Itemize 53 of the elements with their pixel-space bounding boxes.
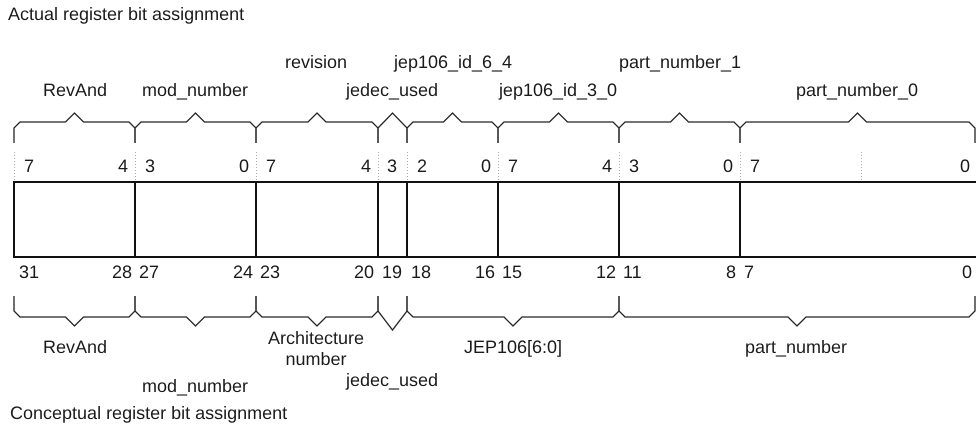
bit-number: 31: [19, 262, 40, 282]
bit-number: 11: [623, 262, 642, 282]
diagram-caption: Conceptual register bit assignment: [10, 402, 288, 424]
bit-field: [13, 181, 136, 258]
bit-number: 4: [602, 156, 612, 176]
bit-number: 28: [112, 262, 132, 282]
field-name: mod_number: [142, 376, 248, 396]
bit-number: 4: [360, 156, 371, 176]
field-name: revision: [284, 52, 348, 72]
bit-number: 24: [232, 262, 253, 282]
field-name: mod_number: [142, 80, 248, 100]
bit-number: 7: [266, 156, 276, 176]
bit-number: 8: [726, 262, 736, 282]
bit-field: [255, 181, 379, 258]
field-name: jep106_id_3_0: [498, 80, 618, 100]
diagram-title: Actual register bit assignment: [8, 4, 244, 24]
bit-number: 7: [508, 156, 518, 176]
bit-number: 16: [474, 262, 495, 282]
bit-number: 12: [596, 262, 616, 282]
bit-number: 0: [480, 156, 491, 176]
bit-field: [618, 181, 741, 258]
field-name: part_number_0: [796, 80, 918, 100]
bit-number: 19: [382, 262, 402, 282]
bit-number: 3: [387, 156, 397, 176]
bit-number: 7: [744, 262, 754, 282]
bit-field: [377, 181, 408, 258]
field-name: JEP106[6:0]: [464, 336, 562, 358]
field-name: part_number_1: [618, 52, 742, 72]
bit-number: 3: [629, 156, 640, 176]
bit-field: [739, 181, 976, 258]
bit-number: 3: [145, 156, 156, 176]
bit-number: 0: [722, 156, 733, 176]
bit-number: 23: [260, 262, 280, 282]
field-name: RevAnd: [42, 80, 108, 100]
bit-field: [497, 181, 620, 258]
field-name: jedec_used: [346, 80, 438, 100]
bit-number: 7: [24, 156, 34, 176]
bit-number: 0: [962, 262, 972, 282]
bit-number: 27: [139, 262, 160, 282]
bit-number: 2: [417, 156, 428, 176]
field-name: RevAnd: [42, 336, 108, 358]
bit-number: 7: [750, 156, 760, 176]
bit-number: 20: [354, 262, 374, 282]
field-name: part_number: [744, 336, 848, 358]
bit-field: [134, 181, 257, 258]
bit-number: 18: [411, 262, 432, 282]
field-name: jedec_used: [346, 370, 438, 390]
bit-number: 15: [502, 262, 522, 282]
bit-number: 0: [238, 156, 249, 176]
bit-field: [406, 181, 499, 258]
field-name: jep106_id_6_4: [394, 52, 512, 72]
bit-number: 4: [118, 156, 128, 176]
bit-number: 0: [960, 156, 970, 176]
